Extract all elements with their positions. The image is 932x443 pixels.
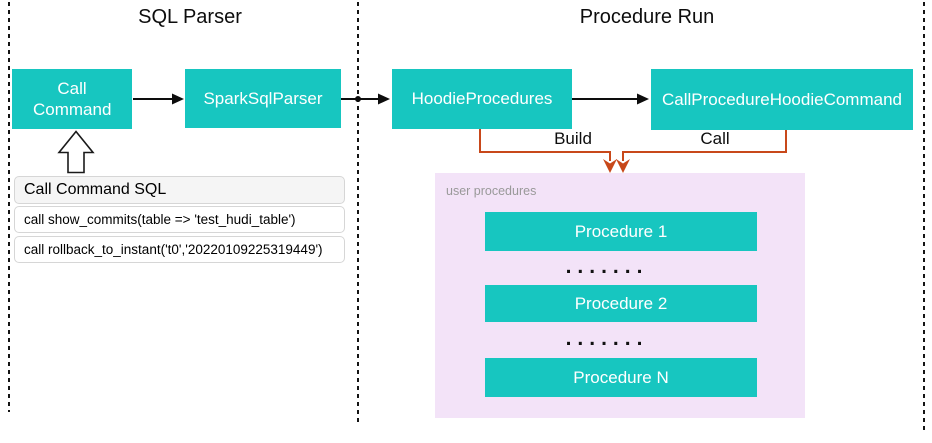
edge-build-arrowhead-icon (603, 159, 617, 173)
arrowhead-to-sparksqlparser-icon (172, 93, 184, 105)
section-title-sql-parser: SQL Parser (138, 6, 242, 28)
node-spark-sql-parser-label: SparkSqlParser (203, 88, 323, 108)
sql-card-header: Call Command SQL (14, 176, 345, 204)
edge-label-build: Build (554, 129, 592, 148)
node-procedure-1: Procedure 1 (485, 212, 757, 251)
node-call-command-label: Call Command (33, 78, 112, 119)
arrowhead-to-callprocedure-icon (637, 93, 649, 105)
arrowhead-to-hoodieprocedures-icon (378, 93, 390, 105)
section-title-procedure-run: Procedure Run (579, 6, 715, 28)
node-hoodie-procedures-label: HoodieProcedures (411, 89, 553, 109)
edge-call-arrowhead-icon (616, 159, 630, 173)
ellipsis-row-1: ....... (565, 255, 649, 278)
ellipsis-row-2: ....... (565, 327, 649, 350)
left-section-dashed-border (8, 2, 10, 412)
node-procedure-1-label: Procedure 1 (574, 221, 668, 241)
node-hoodie-procedures: HoodieProcedures (392, 69, 572, 129)
sql-card-row-rollback: call rollback_to_instant('t0','202201092… (14, 236, 345, 263)
node-call-procedure-hoodie-command-label: CallProcedureHoodieCommand (661, 89, 902, 109)
node-procedure-n-label: Procedure N (573, 367, 669, 387)
node-spark-sql-parser: SparkSqlParser (185, 69, 341, 128)
middle-section-dashed-border (357, 2, 359, 424)
edge-label-call: Call (700, 129, 730, 148)
node-procedure-2: Procedure 2 (485, 285, 757, 322)
node-procedure-2-label: Procedure 2 (574, 293, 668, 313)
node-call-command: Call Command (12, 69, 132, 129)
sql-card-row-show-commits: call show_commits(table => 'test_hudi_ta… (14, 206, 345, 233)
node-procedure-n: Procedure N (485, 358, 757, 397)
right-section-dashed-border (923, 2, 925, 434)
user-procedures-label: user procedures (446, 184, 537, 198)
hollow-up-arrow-icon (57, 130, 95, 174)
node-call-procedure-hoodie-command: CallProcedureHoodieCommand (651, 69, 913, 130)
